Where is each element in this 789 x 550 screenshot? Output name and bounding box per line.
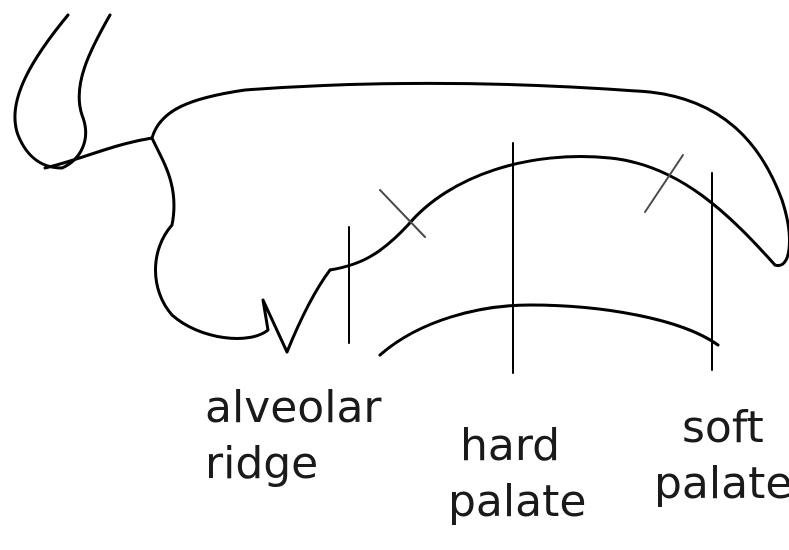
hard-palate-label-line1: hard xyxy=(448,418,586,474)
soft-palate-label-line2: palate xyxy=(654,456,789,512)
tongue-outline xyxy=(380,305,718,355)
hard-palate-label-line2: palate xyxy=(448,474,586,530)
nose-outline xyxy=(15,15,110,168)
alveolar-ridge-label: alveolar ridge xyxy=(205,380,382,492)
velum-tick-mark xyxy=(645,155,683,212)
upper-lip-outline xyxy=(45,138,330,352)
upper-roof-outline xyxy=(152,83,789,265)
hard-palate-label: hard palate xyxy=(448,418,586,530)
alveolar-ridge-label-line1: alveolar xyxy=(205,380,382,436)
soft-palate-label: soft palate xyxy=(654,400,789,512)
palate-roof-outline xyxy=(330,157,775,270)
alveolar-ridge-label-line2: ridge xyxy=(205,436,382,492)
soft-palate-label-line1: soft xyxy=(654,400,789,456)
